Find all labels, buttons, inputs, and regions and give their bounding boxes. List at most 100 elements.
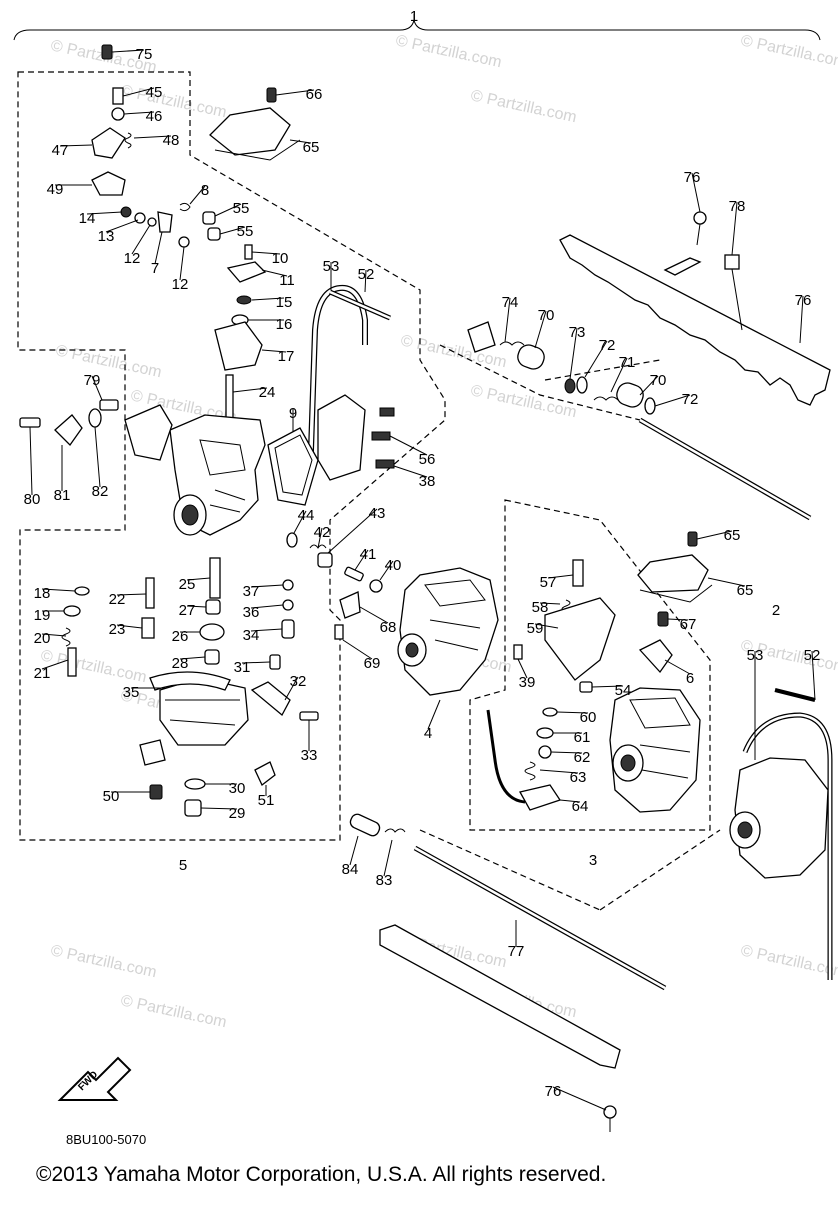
callout-81: 81: [54, 487, 71, 504]
screw-31: [269, 654, 281, 670]
watermark: © Partzilla.com: [469, 382, 578, 421]
leader-line-64: [559, 799, 581, 803]
callout-76: 76: [795, 292, 812, 309]
fwd-arrow-icon: FWD: [57, 1056, 132, 1101]
screw-10: [244, 244, 253, 260]
spring-71: [593, 396, 619, 401]
callout-42: 42: [314, 524, 331, 541]
washer-61: [536, 727, 554, 739]
callout-21: 21: [34, 665, 51, 682]
plunger-43: [317, 552, 333, 568]
float-bowl: [159, 677, 249, 746]
leader-line-57: [547, 574, 574, 579]
leader-line-84: [349, 835, 359, 866]
screw-66: [266, 87, 277, 103]
screw-21: [67, 647, 77, 677]
leader-line-65: [289, 139, 312, 144]
watermark: © Partzilla.com: [49, 942, 158, 981]
oring-44: [286, 532, 298, 548]
callout-65: 65: [737, 582, 754, 599]
leader-line-65: [696, 530, 733, 540]
lever-68: [339, 591, 361, 619]
bracket-bar: [559, 234, 831, 406]
leader-line-52: [364, 269, 367, 293]
rod-41: [344, 566, 364, 582]
leader-line-6: [664, 659, 691, 675]
callout-60: 60: [580, 709, 597, 726]
leader-line-14: [86, 211, 123, 215]
callout-38: 38: [419, 473, 436, 490]
callout-47: 47: [52, 142, 69, 159]
callout-69: 69: [364, 655, 381, 672]
screw-75: [101, 44, 113, 60]
callout-18: 18: [34, 585, 51, 602]
callout-14: 14: [79, 210, 96, 227]
washer-12: [147, 217, 157, 227]
leader-line-82: [94, 426, 101, 488]
screw-54: [579, 681, 593, 693]
callout-29: 29: [229, 805, 246, 822]
cap-55b: [207, 227, 221, 241]
callout-2: 2: [772, 602, 780, 619]
leader-line-46: [123, 111, 155, 115]
cable-64: [486, 709, 526, 804]
callout-11: 11: [279, 272, 295, 289]
callout-22: 22: [109, 591, 126, 608]
washer-30: [184, 778, 206, 790]
callout-49: 49: [47, 181, 64, 198]
leader-line-32: [284, 676, 299, 701]
callout-78: 78: [729, 198, 746, 215]
callout-31: 31: [234, 659, 251, 676]
leader-line-42: [317, 527, 323, 549]
callout-40: 40: [385, 557, 402, 574]
callout-55: 55: [237, 223, 254, 240]
screw-79: [99, 399, 119, 411]
leader-line-22: [116, 593, 147, 596]
callout-43: 43: [369, 505, 386, 522]
nut-46: [111, 107, 125, 121]
oring-18: [74, 586, 90, 596]
leader-line-28: [179, 656, 206, 660]
callout-72: 72: [682, 391, 699, 408]
leader-line-78: [731, 201, 738, 256]
washer-36: [282, 599, 294, 611]
washer-13: [134, 212, 146, 224]
leader-line-52: [811, 650, 816, 701]
connection-line: [439, 344, 641, 421]
bracket-clamp: [724, 254, 740, 270]
leader-line-47: [59, 144, 93, 147]
carburetor-body-middle: [399, 567, 499, 696]
callout-79: 79: [84, 372, 101, 389]
leader-line-48: [133, 135, 172, 139]
callout-65: 65: [303, 139, 320, 156]
watermark: © Partzilla.com: [394, 32, 503, 71]
leader-line-24: [232, 387, 268, 393]
callout-84: 84: [342, 861, 359, 878]
connection-line: [599, 829, 721, 911]
callout-64: 64: [572, 798, 589, 815]
screw-67: [657, 611, 669, 627]
callout-46: 46: [146, 108, 163, 125]
collar-84: [349, 813, 381, 837]
leader-line-62: [550, 751, 583, 754]
hose-52-right: [774, 688, 816, 702]
leader-line-37: [250, 584, 284, 588]
top-cover-right: [637, 554, 709, 593]
callout-76: 76: [684, 169, 701, 186]
callout-45: 45: [146, 84, 163, 101]
callout-55: 55: [233, 200, 250, 217]
callout-52: 52: [804, 647, 821, 664]
callout-58: 58: [532, 599, 549, 616]
callout-30: 30: [229, 780, 246, 797]
washer-72b: [644, 397, 656, 415]
spring-63: [524, 761, 536, 781]
nut-62: [538, 745, 552, 759]
washer-40: [369, 579, 383, 593]
callout-67: 67: [680, 616, 697, 633]
callout-80: 80: [24, 491, 41, 508]
top-cover: [209, 107, 291, 156]
leader-line-13: [105, 219, 139, 233]
leader-line-10: [251, 251, 281, 255]
leader-line-36: [250, 604, 284, 609]
